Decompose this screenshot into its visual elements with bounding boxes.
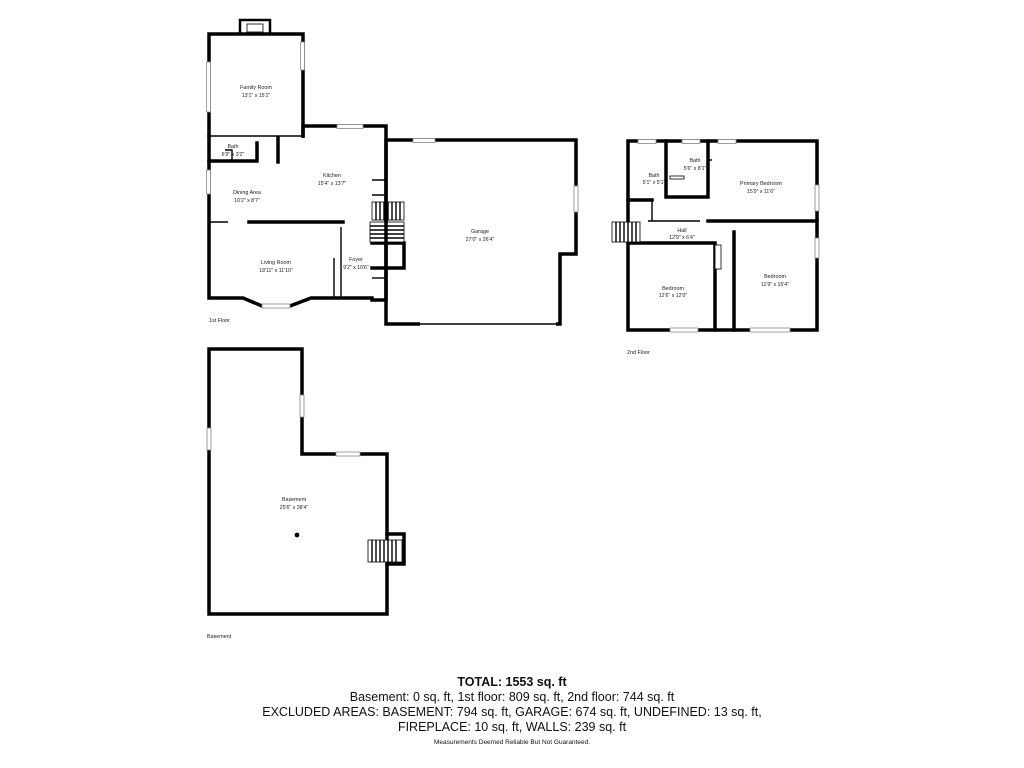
room-bedroom-2-dims: 11'9" x 15'4" bbox=[761, 282, 789, 288]
room-living-room-dims: 18'11" x 11'10" bbox=[259, 268, 293, 274]
room-bedroom-2-name: Bedroom bbox=[764, 274, 786, 280]
floor-label-first: 1st Floor bbox=[209, 318, 230, 324]
room-bath-1-name: Bath bbox=[227, 144, 238, 150]
room-bath-2b-name: Bath bbox=[689, 158, 700, 164]
room-hall-name: Hall bbox=[677, 228, 686, 234]
room-hall-dims: 12'9" x 6'4" bbox=[669, 235, 695, 241]
disclaimer: Measurements Deemed Reliable But Not Gua… bbox=[433, 739, 591, 746]
room-bath-2a-name: Bath bbox=[648, 173, 659, 179]
room-garage-dims: 27'0" x 26'4" bbox=[466, 237, 495, 243]
excluded-areas-cont: FIREPLACE: 10 sq. ft, WALLS: 239 sq. ft bbox=[397, 720, 627, 734]
garage-walls bbox=[384, 138, 578, 326]
room-dining-area-dims: 10'2" x 8'7" bbox=[234, 198, 260, 204]
room-bath-2a-dims: 5'1" x 5'1" bbox=[643, 180, 666, 186]
room-primary-bedroom-dims: 15'9" x 11'6" bbox=[747, 189, 775, 195]
support-post bbox=[294, 532, 300, 538]
room-bath-2b-dims: 5'6" x 8'1" bbox=[684, 166, 707, 172]
area-summary: TOTAL: 1553 sq. ft Basement: 0 sq. ft, 1… bbox=[0, 674, 1024, 746]
room-family-room-name: Family Room bbox=[240, 85, 272, 91]
floor-label-second: 2nd Floor bbox=[627, 350, 650, 356]
room-bedroom-1-name: Bedroom bbox=[662, 286, 684, 292]
room-kitchen-dims: 15'4" x 13'7" bbox=[318, 181, 347, 187]
room-garage-name: Garage bbox=[471, 229, 489, 235]
floor-label-basement: Basement bbox=[207, 634, 232, 640]
room-primary-bedroom-name: Primary Bedroom bbox=[740, 181, 782, 187]
room-bath-1-dims: 6'9" x 3'2" bbox=[222, 152, 245, 158]
stairs-basement bbox=[367, 539, 403, 563]
room-basement-name: Basement bbox=[282, 497, 307, 503]
room-basement-dims: 25'6" x 38'4" bbox=[280, 505, 309, 511]
stairs-second-floor bbox=[611, 221, 641, 243]
basement-walls bbox=[207, 347, 389, 616]
room-dining-area-name: Dining Area bbox=[233, 190, 261, 196]
room-kitchen-name: Kitchen bbox=[323, 173, 341, 179]
basement-plan: Basement 25'6" x 38'4" Basement bbox=[206, 347, 406, 640]
room-family-room-dims: 13'1" x 15'1" bbox=[242, 93, 271, 99]
total-area: TOTAL: 1553 sq. ft bbox=[457, 675, 567, 689]
second-floor-plan: Bath 5'1" x 5'1" Bath 5'6" x 8'1" Primar… bbox=[611, 139, 820, 356]
second-floor-walls bbox=[626, 139, 819, 332]
first-floor-plan: Family Room 13'1" x 15'1" Bath 6'9" x 3'… bbox=[206, 18, 579, 327]
excluded-areas: EXCLUDED AREAS: BASEMENT: 794 sq. ft, GA… bbox=[262, 705, 762, 719]
room-foyer-name: Foyer bbox=[349, 257, 363, 263]
floor-areas: Basement: 0 sq. ft, 1st floor: 809 sq. f… bbox=[349, 690, 675, 704]
room-living-room-name: Living Room bbox=[261, 260, 291, 266]
room-bedroom-1-dims: 12'6" x 12'0" bbox=[659, 293, 688, 299]
room-foyer-dims: 9'2" x 10'6" bbox=[343, 265, 369, 271]
